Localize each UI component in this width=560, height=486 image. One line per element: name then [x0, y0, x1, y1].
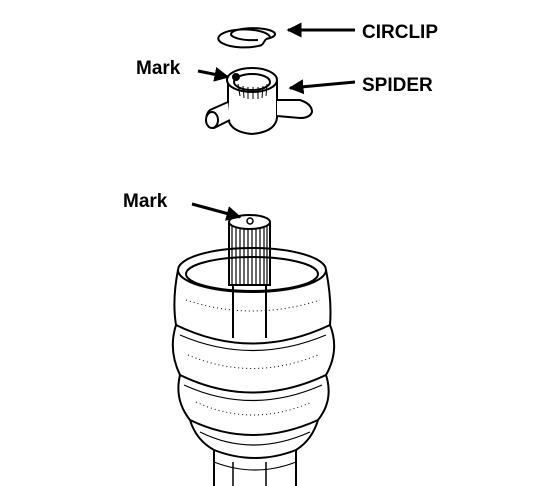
circlip-label: CIRCLIP	[362, 22, 438, 43]
spider-label: SPIDER	[362, 75, 433, 96]
axle-shaft	[228, 214, 271, 338]
circlip	[217, 27, 276, 49]
shaft-mark-arrow	[191, 202, 242, 221]
spider-mark-arrow	[197, 66, 230, 82]
shaft-mark-label: Mark	[123, 191, 168, 212]
leader-arrows	[191, 22, 356, 221]
spider-arrow	[288, 79, 356, 95]
spider	[205, 67, 313, 135]
cv-boot	[171, 247, 336, 486]
spider-mark-label: Mark	[136, 58, 181, 79]
